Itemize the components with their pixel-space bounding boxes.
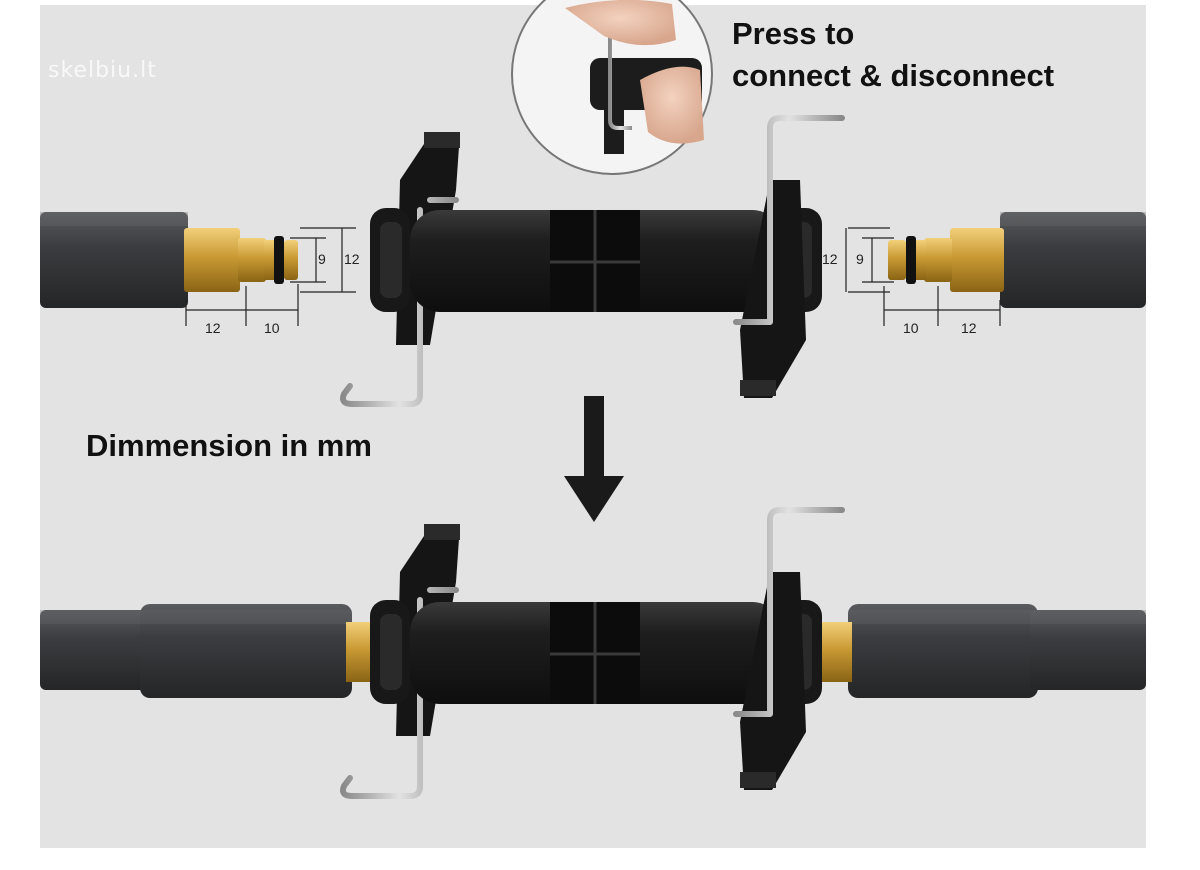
right-dimension-lines: [845, 227, 1001, 326]
watermark: skelbiu.lt: [48, 58, 157, 83]
connector-bottom: [340, 507, 845, 799]
left-dimension-lines: [185, 227, 356, 326]
dim-right-length-tip: 10: [903, 320, 919, 336]
dim-left-diameter-inner: 9: [318, 251, 326, 267]
caption-press-line1: Press to: [732, 16, 855, 51]
hand-pressing-clip-icon: [565, 0, 704, 154]
connector-top: [340, 115, 845, 407]
right-hose-bottom: [848, 604, 1146, 698]
left-brass-nipple: [184, 228, 298, 292]
dim-left-length-outer: 12: [205, 320, 221, 336]
caption-dimension: Dimmension in mm: [86, 428, 372, 463]
arrow-down-icon: [564, 396, 624, 522]
left-hose-bottom: [40, 604, 352, 698]
left-hose-top: [40, 212, 188, 308]
press-inset: [511, 0, 713, 175]
dim-left-length-tip: 10: [264, 320, 280, 336]
right-brass-nipple: [888, 228, 1004, 292]
right-brass-connected: [818, 622, 852, 682]
dim-right-length-outer: 12: [961, 320, 977, 336]
caption-press-line2: connect & disconnect: [732, 58, 1055, 93]
right-hose-top: [1000, 212, 1146, 308]
dim-right-diameter-outer: 12: [822, 251, 838, 267]
dim-right-diameter-inner: 9: [856, 251, 864, 267]
dim-left-diameter-outer: 12: [344, 251, 360, 267]
